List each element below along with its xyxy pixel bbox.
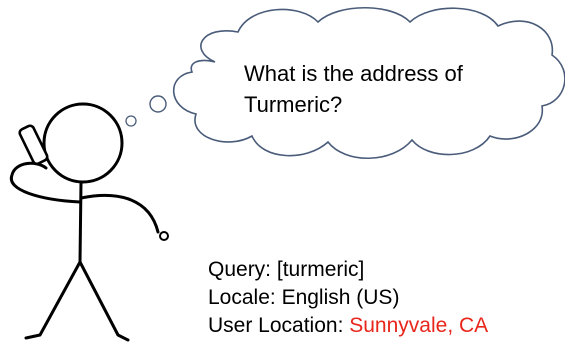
thought-cloud	[172, 7, 565, 159]
thought-bubble-small	[125, 115, 137, 127]
thought-bubble-large	[149, 95, 167, 113]
location-value: Sunnyvale, CA	[349, 314, 489, 337]
thought-line-1: What is the address of	[244, 61, 463, 86]
figure-right-leg	[78, 260, 130, 342]
locale-value: English (US)	[281, 286, 400, 309]
thought-line-2: Turmeric?	[244, 92, 343, 117]
figure-hand	[159, 231, 169, 241]
locale-line: Locale: English (US)	[208, 284, 563, 312]
query-value: [turmeric]	[276, 258, 365, 281]
location-line: User Location: Sunnyvale, CA	[208, 312, 563, 340]
location-label: User Location:	[208, 314, 344, 337]
query-label: Query:	[208, 258, 272, 281]
phone-icon	[18, 124, 49, 166]
stick-figure	[9, 102, 169, 342]
figure-right-arm	[79, 193, 160, 234]
thought-text: What is the address of Turmeric?	[244, 58, 524, 120]
query-line: Query: [turmeric]	[208, 256, 563, 284]
locale-label: Locale:	[208, 286, 276, 309]
figure-body	[78, 180, 83, 264]
figure-head	[42, 102, 124, 184]
figure-left-leg	[24, 260, 82, 340]
query-info: Query: [turmeric] Locale: English (US) U…	[208, 256, 563, 340]
